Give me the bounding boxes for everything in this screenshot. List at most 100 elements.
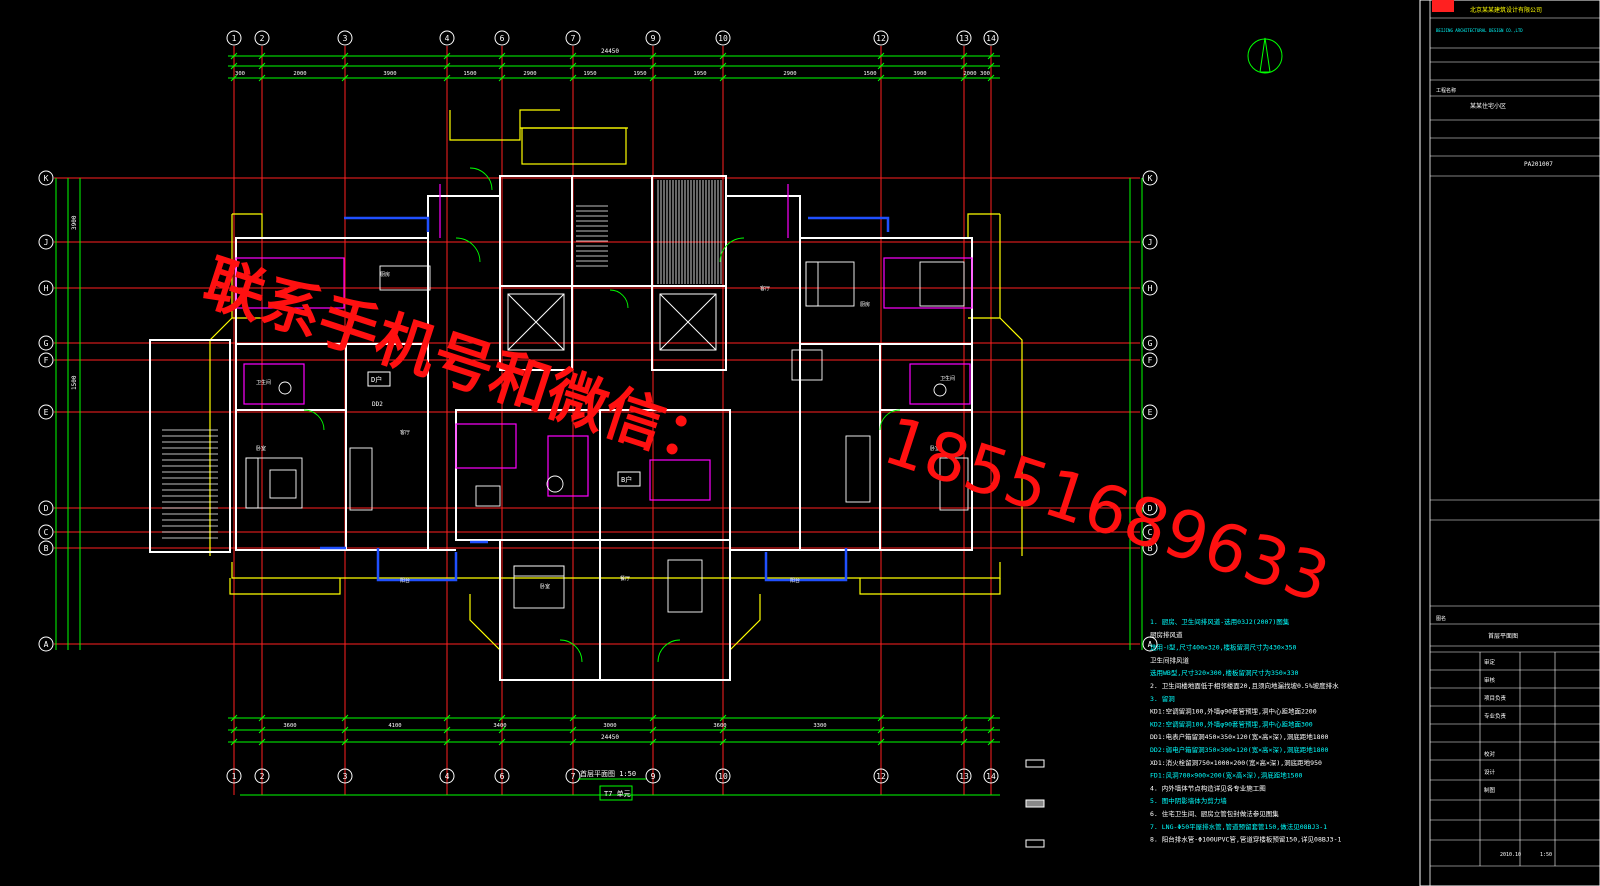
dim-tick xyxy=(230,62,238,70)
axis-bubble-col xyxy=(983,30,999,46)
drawing-title: 首层平面图 1:50 xyxy=(580,769,636,778)
magenta-details xyxy=(235,184,973,501)
axis-bubble-row xyxy=(1142,170,1158,186)
dim-tick xyxy=(498,52,506,60)
unit-tag-a: D户 xyxy=(371,375,382,384)
dim-tick xyxy=(719,52,727,60)
axis-label-row: E xyxy=(44,408,49,417)
dim-tick xyxy=(877,726,885,734)
axis-bubble-col xyxy=(494,768,510,784)
grid-axis-lines xyxy=(54,46,1140,795)
axis-bubble-row xyxy=(38,540,54,556)
axis-bubble-row xyxy=(38,280,54,296)
dim-tick xyxy=(443,726,451,734)
dim-tick xyxy=(569,738,577,746)
dim-tick xyxy=(498,738,506,746)
axis-bubble-col xyxy=(983,768,999,784)
axis-label-col: 2 xyxy=(260,34,265,43)
note-line: 7. LNG-Φ50平屋排水管,管道预留套管150,做法见08BJ3-1 xyxy=(1150,822,1327,831)
dim-tick xyxy=(443,714,451,722)
windows xyxy=(320,216,890,582)
dim-tick xyxy=(569,714,577,722)
axis-bubble-row xyxy=(1142,540,1158,556)
dim-tick xyxy=(960,74,968,82)
dim-tick xyxy=(877,738,885,746)
stair-core xyxy=(162,180,722,539)
axis-bubble-row xyxy=(38,636,54,652)
room-label-dining: 餐厅 xyxy=(620,575,630,582)
note-line: 8. 阳台排水管-Φ100UPVC管,管道穿楼板预留150,详见08BJ3-1 xyxy=(1150,835,1342,844)
dim-tick xyxy=(569,52,577,60)
room-label-kitchen-right: 厨房 xyxy=(860,301,870,308)
room-label-balcony-right: 阳台 xyxy=(790,577,800,584)
top-dim-text: 1950 xyxy=(633,71,646,77)
elevator-shafts xyxy=(507,293,717,351)
axis-bubble-col xyxy=(956,768,972,784)
dim-tick xyxy=(649,74,657,82)
north-arrow-icon xyxy=(1247,37,1283,74)
tb-sign-row: 审核 xyxy=(1484,676,1496,684)
unit-label: T7 单元 xyxy=(604,789,631,798)
dim-tick xyxy=(987,714,995,722)
axis-label-col: 13 xyxy=(959,34,969,43)
dim-tick xyxy=(258,738,266,746)
dim-tick xyxy=(877,74,885,82)
dim-tick xyxy=(987,52,995,60)
axis-label-row: G xyxy=(1148,339,1153,348)
top-dim-text: 3900 xyxy=(383,71,396,77)
axis-label-col: 2 xyxy=(260,772,265,781)
note-line: 3. 留洞 xyxy=(1150,694,1175,703)
axis-bubble-row xyxy=(38,524,54,540)
top-dim-text: 2900 xyxy=(783,71,796,77)
bottom-total-dim: 24450 xyxy=(601,734,619,741)
dim-tick xyxy=(649,52,657,60)
left-dim-1500: 1500 xyxy=(71,375,78,390)
axis-label-col: 3 xyxy=(343,34,348,43)
axis-label-col: 1 xyxy=(232,34,237,43)
room-label-balcony-left: 阳台 xyxy=(400,577,410,584)
axis-label-col: 7 xyxy=(571,772,576,781)
axis-label-col: 13 xyxy=(959,772,969,781)
unit-tag-b: B户 xyxy=(621,475,632,484)
axis-bubble-col xyxy=(565,30,581,46)
axis-bubble-row xyxy=(1142,335,1158,351)
left-dim-3900: 3900 xyxy=(71,215,78,230)
dim-tick xyxy=(443,738,451,746)
axis-label-col: 9 xyxy=(651,34,656,43)
title-block xyxy=(1419,0,1600,886)
axis-label-col: 10 xyxy=(718,34,728,43)
dim-tick xyxy=(498,74,506,82)
room-label-living-right: 客厅 xyxy=(760,285,770,292)
tb-sign-row: 校对 xyxy=(1484,750,1496,758)
axis-bubble-col xyxy=(645,768,661,784)
axis-bubble-row xyxy=(1142,524,1158,540)
axis-bubble-row xyxy=(38,234,54,250)
dim-tick xyxy=(258,714,266,722)
axis-label-row: D xyxy=(44,504,49,513)
axis-bubble-row xyxy=(1142,404,1158,420)
dim-tick xyxy=(230,726,238,734)
unit-tag-box-b xyxy=(617,471,641,487)
dim-tick xyxy=(341,52,349,60)
axis-label-col: 9 xyxy=(651,772,656,781)
dim-tick xyxy=(960,738,968,746)
top-dim-text: 1950 xyxy=(693,71,706,77)
axis-label-row: F xyxy=(44,356,49,365)
tb-drawing-label: 图名 xyxy=(1436,615,1446,622)
axis-label-col: 7 xyxy=(571,34,576,43)
axis-label-row: C xyxy=(1148,528,1153,537)
top-dim-text: 2900 xyxy=(523,71,536,77)
axis-bubble-row xyxy=(1142,234,1158,250)
axis-bubble-col xyxy=(715,30,731,46)
bottom-dim-text: 3000 xyxy=(603,723,616,729)
dim-tick xyxy=(258,726,266,734)
bottom-dim-text: 3400 xyxy=(493,723,506,729)
axis-label-col: 12 xyxy=(876,772,886,781)
dim-tick xyxy=(230,714,238,722)
axis-label-row: A xyxy=(44,640,49,649)
axis-bubble-col xyxy=(645,30,661,46)
room-label-bath-right: 卫生间 xyxy=(940,375,955,382)
general-notes: 1. 厨房、卫生间排风道-选用03J2(2007)图集 厨房排风道 选用-Ⅰ型,… xyxy=(1150,617,1342,844)
